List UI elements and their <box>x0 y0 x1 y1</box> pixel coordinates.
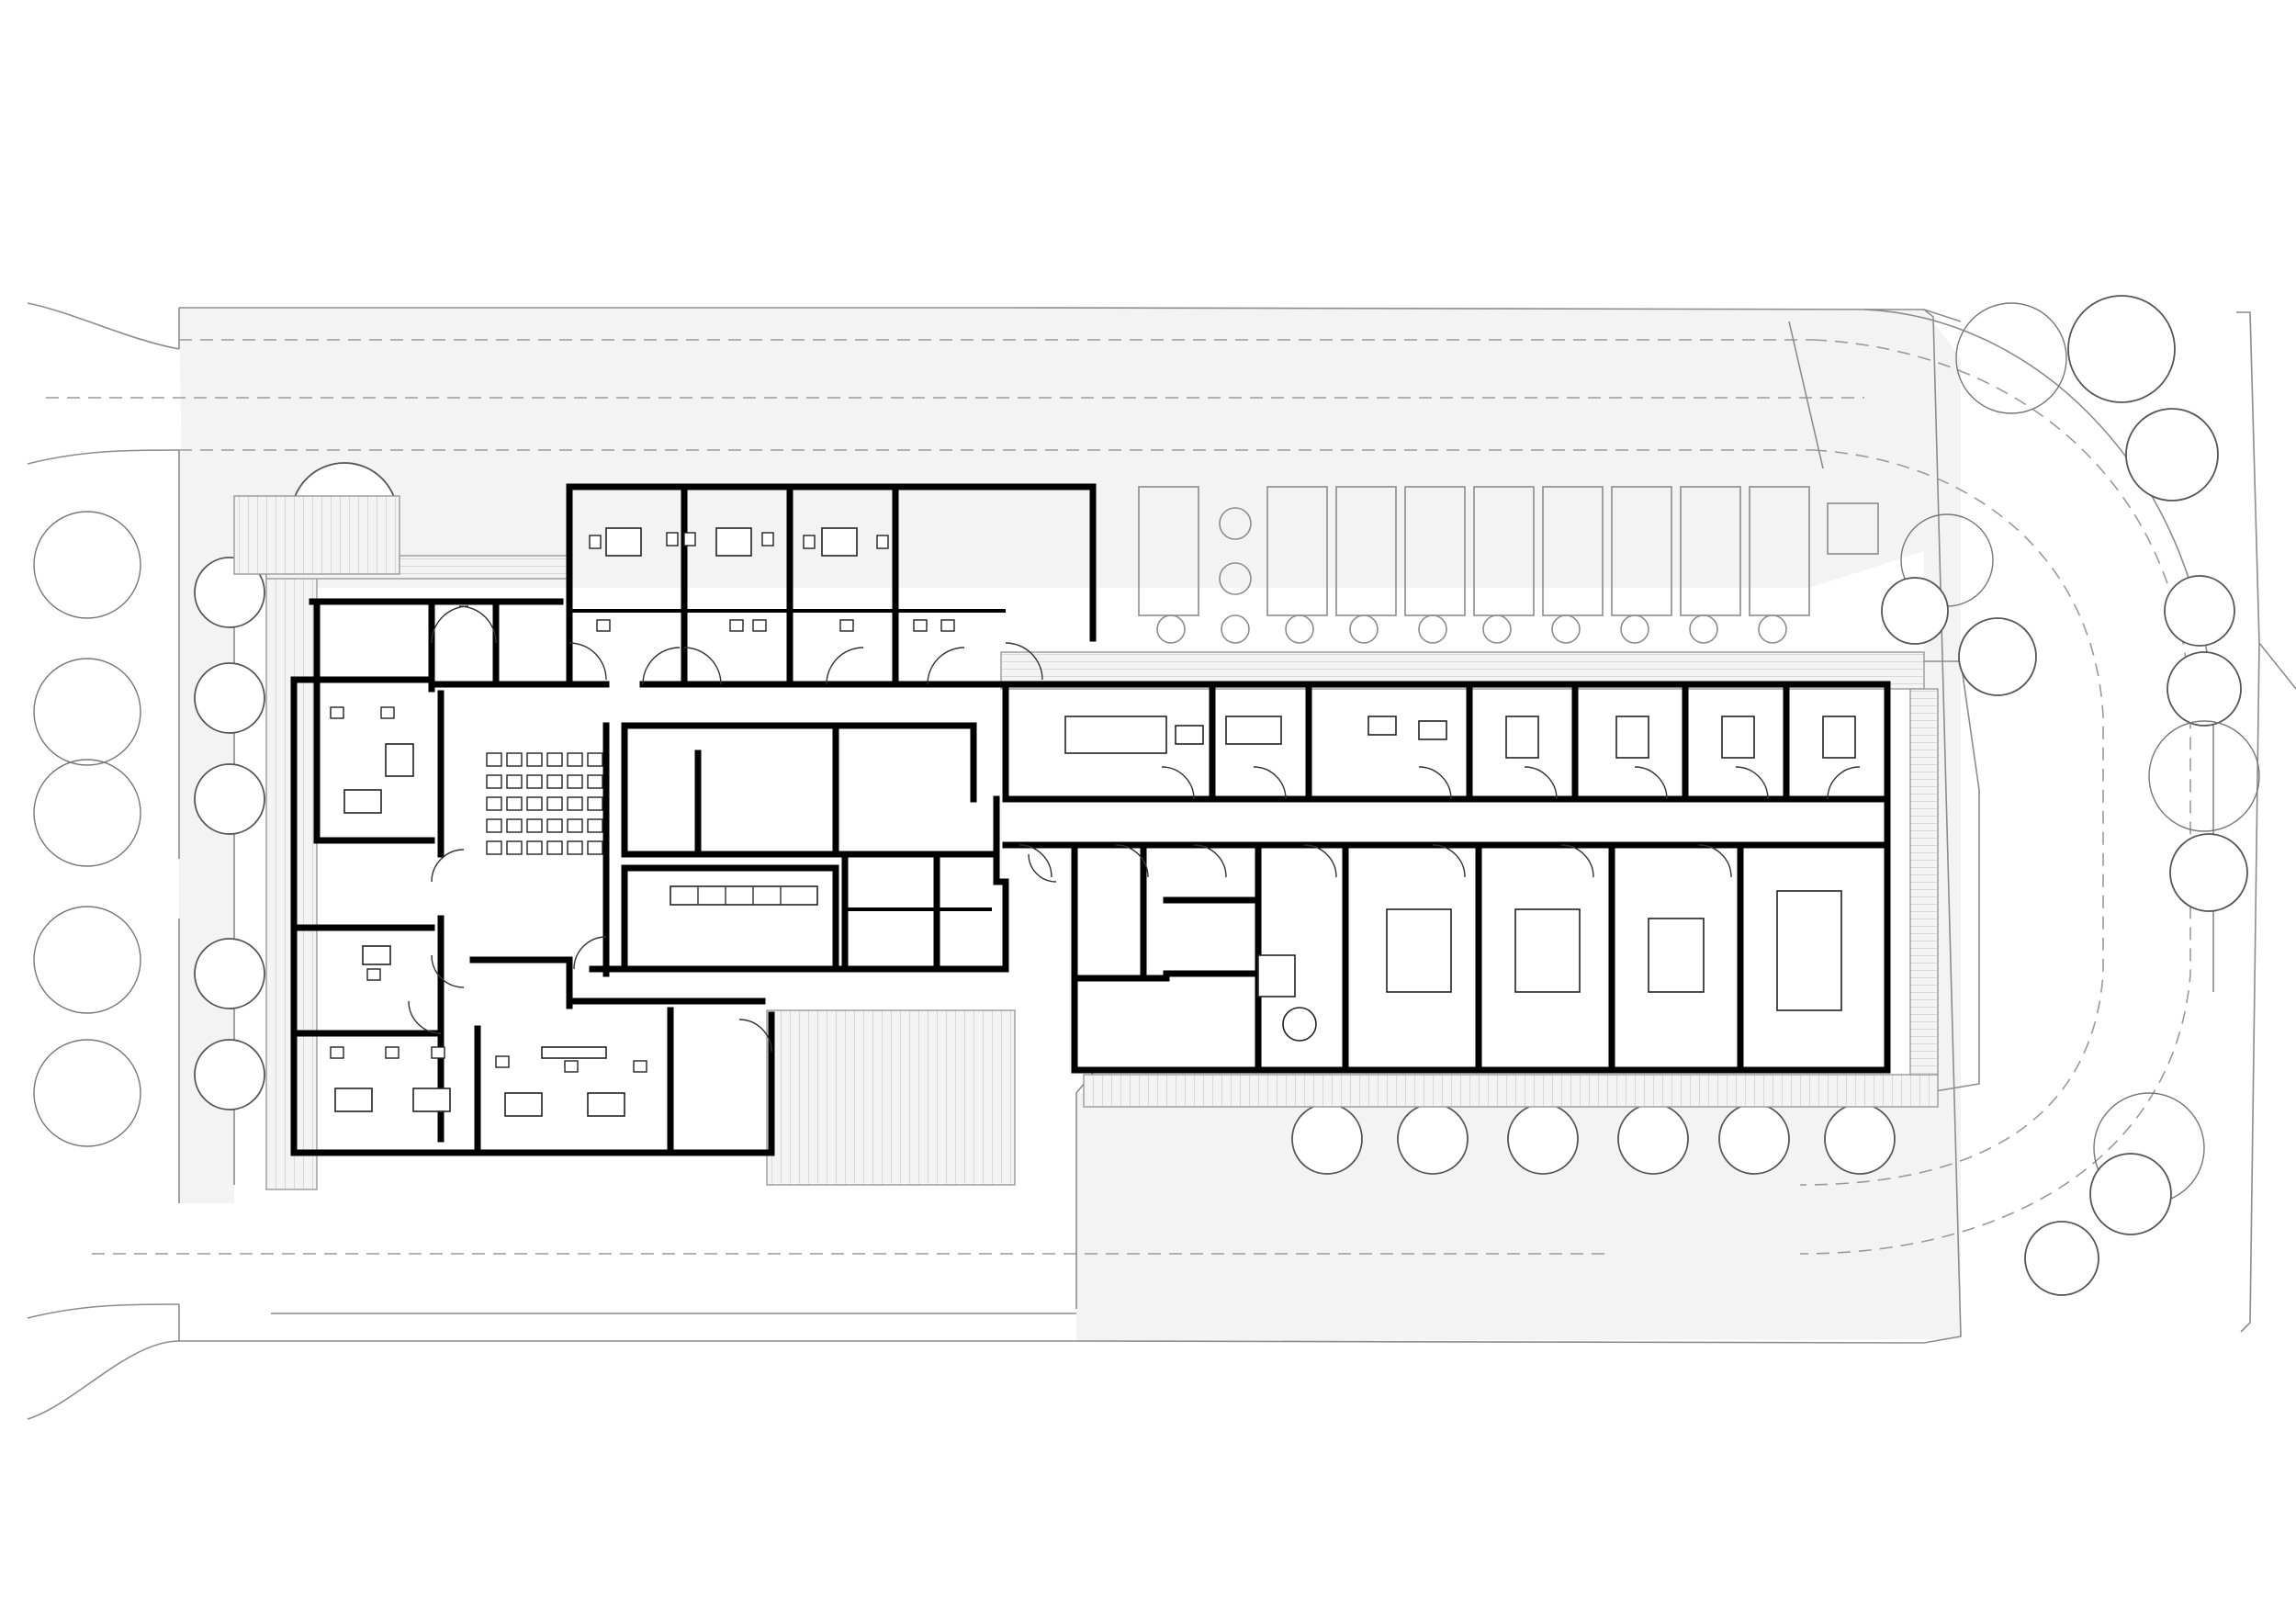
tree <box>194 938 265 1009</box>
seat <box>486 796 502 811</box>
tree <box>194 1039 265 1110</box>
seat <box>526 796 543 811</box>
tree <box>33 1039 141 1147</box>
tree <box>2067 295 2176 403</box>
tree <box>2169 833 2248 912</box>
tree <box>1617 1103 1689 1175</box>
seat <box>506 774 523 789</box>
tree <box>1958 617 2037 696</box>
seat <box>567 752 583 767</box>
doors <box>408 605 1861 1053</box>
tree <box>33 658 141 766</box>
tree <box>2024 1221 2099 1296</box>
tree <box>1718 1103 1790 1175</box>
seat <box>506 818 523 833</box>
tree <box>33 759 141 867</box>
seat <box>546 752 563 767</box>
seat <box>506 796 523 811</box>
seat <box>567 818 583 833</box>
tree <box>2167 651 2242 727</box>
tree <box>194 557 265 628</box>
seat <box>546 774 563 789</box>
tree <box>194 662 265 734</box>
seat <box>526 818 543 833</box>
seat <box>587 752 603 767</box>
seat <box>587 796 603 811</box>
seat <box>587 818 603 833</box>
tree <box>2089 1153 2172 1235</box>
seat <box>486 818 502 833</box>
seat <box>567 840 583 855</box>
seat <box>526 752 543 767</box>
terraces <box>233 495 1939 1190</box>
seat <box>567 796 583 811</box>
tree <box>1291 1103 1363 1175</box>
seat <box>546 840 563 855</box>
tree <box>33 906 141 1014</box>
seat <box>506 752 523 767</box>
tree <box>1881 577 1949 645</box>
seat <box>587 774 603 789</box>
tree <box>1397 1103 1469 1175</box>
seating-grid <box>486 752 603 855</box>
tree <box>2125 408 2219 502</box>
seat <box>486 752 502 767</box>
parking <box>1138 486 1879 644</box>
tree <box>2164 575 2235 647</box>
tree <box>1955 302 2067 414</box>
tree <box>1824 1103 1896 1175</box>
tree <box>33 511 141 619</box>
tree <box>2148 720 2260 832</box>
seat <box>546 818 563 833</box>
tree <box>194 763 265 835</box>
furniture <box>330 527 1856 1117</box>
seat <box>486 774 502 789</box>
seat <box>486 840 502 855</box>
seat <box>587 840 603 855</box>
seat <box>506 840 523 855</box>
seat <box>546 796 563 811</box>
tree <box>1507 1103 1579 1175</box>
seat <box>526 840 543 855</box>
seat <box>567 774 583 789</box>
seat <box>526 774 543 789</box>
